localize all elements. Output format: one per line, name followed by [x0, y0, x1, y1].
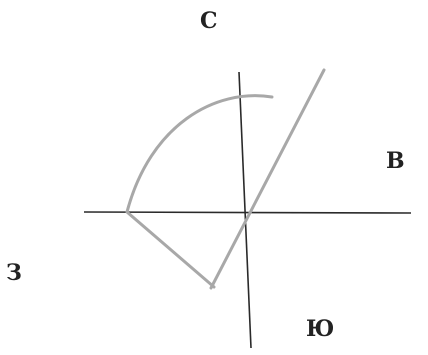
- label-south: Ю: [306, 316, 335, 342]
- label-north: С: [200, 8, 218, 34]
- diagonal-line: [209, 68, 326, 290]
- west-east-axis: [83, 211, 412, 214]
- label-west: З: [6, 260, 22, 286]
- arc-curve: [125, 94, 274, 289]
- label-east: В: [386, 148, 405, 174]
- north-south-axis: [238, 71, 252, 349]
